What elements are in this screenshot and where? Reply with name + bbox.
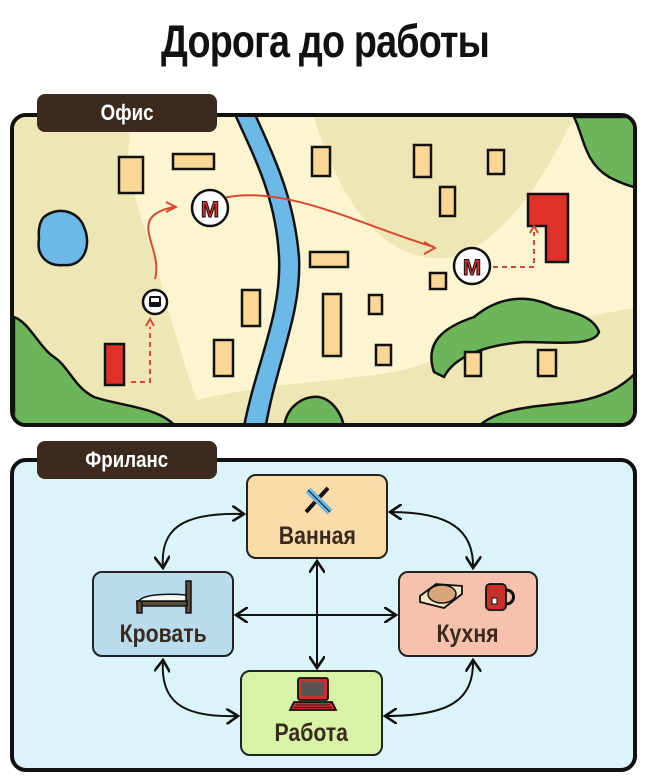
svg-text:М: М (463, 255, 481, 280)
freelance-label-tag: Фриланс (37, 441, 217, 479)
freelance-label: Фриланс (85, 447, 169, 472)
bus-stop-icon (141, 288, 169, 316)
node-bath: Ванная (246, 474, 388, 559)
office-map: М М (14, 117, 633, 423)
river-icon (234, 117, 301, 423)
node-work: Работа (240, 670, 383, 756)
office-building (526, 192, 570, 264)
forest-icon (14, 315, 174, 423)
sandwich-mug-icon (419, 583, 515, 611)
node-bath-label: Ванная (278, 522, 356, 550)
home-building (103, 342, 126, 387)
node-work-label: Работа (274, 719, 349, 747)
lake-icon (37, 209, 89, 267)
metro-icon: М (452, 246, 492, 286)
svg-text:М: М (201, 197, 219, 222)
office-map-panel: М М (10, 113, 637, 427)
office-label-tag: Офис (37, 94, 217, 132)
office-label: Офис (100, 100, 154, 125)
node-bed: Кровать (92, 571, 234, 657)
bed-icon (136, 580, 192, 614)
page-title: Дорога до работы (160, 15, 490, 67)
node-kitchen-label: Кухня (436, 620, 500, 648)
laptop-icon (288, 677, 338, 711)
toothbrush-toothpaste-icon (304, 486, 333, 515)
metro-icon: М (190, 188, 230, 228)
node-kitchen: Кухня (398, 571, 538, 657)
buildings (117, 143, 558, 378)
node-bed-label: Кровать (119, 620, 207, 648)
